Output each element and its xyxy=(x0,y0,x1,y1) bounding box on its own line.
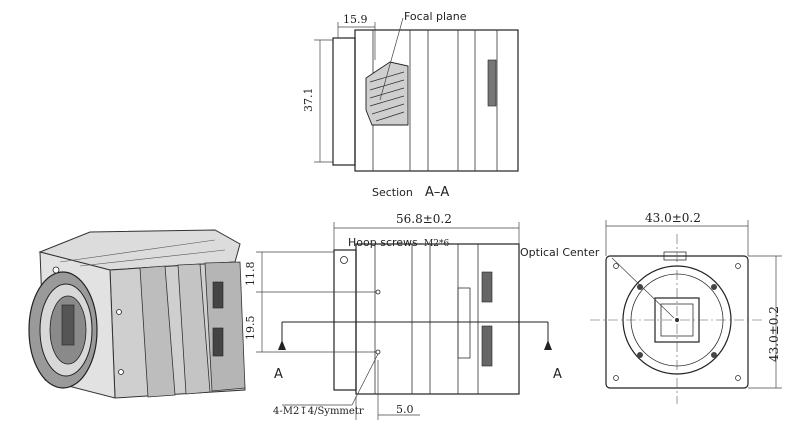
optical-center-label: Optical Center xyxy=(520,246,600,259)
dim-37-1: 37.1 xyxy=(302,88,315,113)
dim-43-height: 43.0±0.2 xyxy=(767,306,781,362)
cut-label-left: A xyxy=(274,367,283,382)
isometric-camera-view xyxy=(28,229,246,399)
dim-5-0: 5.0 xyxy=(396,403,414,416)
dim-56-8: 56.8±0.2 xyxy=(396,212,452,226)
dim-19-5: 19.5 xyxy=(244,316,257,341)
screw-note: 4-M2↧4/Symmetr xyxy=(273,406,364,417)
dim-43-width: 43.0±0.2 xyxy=(645,211,701,225)
dim-15-9: 15.9 xyxy=(343,13,368,26)
section-label: Section xyxy=(372,186,413,199)
section-a-a-view: 15.9 37.1 Focal plane Section A–A xyxy=(302,10,519,200)
focal-plane-label: Focal plane xyxy=(404,10,467,23)
front-view: Optical Center 43.0±0.2 43.0±0.2 xyxy=(520,211,782,404)
hoop-screws-label: Hoop screws xyxy=(348,236,418,249)
side-view: A A 56.8±0.2 11.8 19.5 Hoop screws M2*6 … xyxy=(244,212,562,420)
hoop-screws-spec: M2*6 xyxy=(424,239,449,249)
dim-11-8: 11.8 xyxy=(244,262,257,287)
section-mark: A–A xyxy=(425,185,449,200)
cut-label-right: A xyxy=(553,367,562,382)
